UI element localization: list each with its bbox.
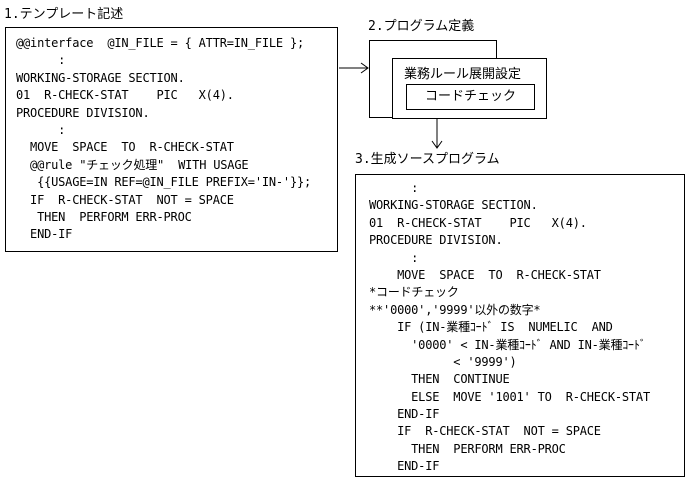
generated-code-line: IF R-CHECK-STAT NOT = SPACE — [369, 424, 601, 439]
generated-code-line: PROCEDURE DIVISION. — [369, 233, 503, 248]
template-code-line: @@interface @IN_FILE = { ATTR=IN_FILE }; — [16, 36, 305, 50]
generated-code-line: 01 R-CHECK-STAT PIC X(4). — [369, 215, 587, 230]
template-code-line: @@rule "チェック処理" WITH USAGE — [16, 157, 249, 172]
generated-code-line: : — [369, 181, 419, 195]
arrow-head-down — [431, 140, 443, 149]
template-code-line: IF R-CHECK-STAT NOT = SPACE — [16, 192, 234, 207]
template-code-line: MOVE SPACE TO R-CHECK-STAT — [16, 140, 234, 155]
generated-code-line: MOVE SPACE TO R-CHECK-STAT — [369, 267, 601, 282]
generated-code-line: IF (IN-業種ｺｰﾄﾞ IS NUMELIC AND — [369, 320, 613, 335]
template-code-line: END-IF — [16, 227, 73, 242]
template-code-line: PROCEDURE DIVISION. — [16, 105, 150, 120]
template-code-panel: @@interface @IN_FILE = { ATTR=IN_FILE };… — [5, 27, 338, 252]
template-section-label: 1.テンプレート記述 — [4, 7, 124, 22]
generated-code-line: ELSE MOVE '1001' TO R-CHECK-STAT — [369, 389, 650, 404]
generated-code-line: END-IF — [369, 407, 440, 422]
generated-code-line: < '9999') — [369, 354, 517, 369]
template-code-line: WORKING-STORAGE SECTION. — [16, 70, 185, 85]
template-code-line: THEN PERFORM ERR-PROC — [16, 209, 192, 224]
program-definition-front-panel: 業務ルール展開設定 コードチェック — [392, 58, 547, 119]
template-code-line: : — [16, 53, 66, 68]
generated-code-line: : — [369, 250, 419, 265]
arrow-head-right — [360, 62, 369, 74]
template-code-line: {{USAGE=IN REF=@IN_FILE PREFIX='IN-'}}; — [16, 175, 312, 190]
template-code-block: @@interface @IN_FILE = { ATTR=IN_FILE };… — [16, 35, 311, 244]
generated-code-line: *コードチェック — [369, 285, 459, 300]
generated-code-block: : WORKING-STORAGE SECTION. 01 R-CHECK-STAT… — [369, 180, 650, 476]
rule-expansion-setting-title: 業務ルール展開設定 — [404, 67, 522, 82]
generated-source-label: 3.生成ソースプログラム — [355, 152, 500, 167]
template-code-line: : — [16, 122, 66, 137]
generated-source-panel: : WORKING-STORAGE SECTION. 01 R-CHECK-STAT… — [355, 174, 685, 477]
generated-code-line: WORKING-STORAGE SECTION. — [369, 198, 538, 213]
code-check-box: コードチェック — [406, 84, 535, 110]
generated-code-line: **'0000','9999'以外の数字* — [369, 302, 541, 317]
program-definition-label: 2.プログラム定義 — [368, 19, 475, 34]
generated-code-line: THEN PERFORM ERR-PROC — [369, 441, 566, 456]
generated-code-line: THEN CONTINUE — [369, 372, 510, 387]
template-code-line: 01 R-CHECK-STAT PIC X(4). — [16, 88, 234, 103]
generated-code-line: '0000' < IN-業種ｺｰﾄﾞ AND IN-業種ｺｰﾄﾞ — [369, 337, 646, 352]
generated-code-line: END-IF — [369, 459, 440, 474]
